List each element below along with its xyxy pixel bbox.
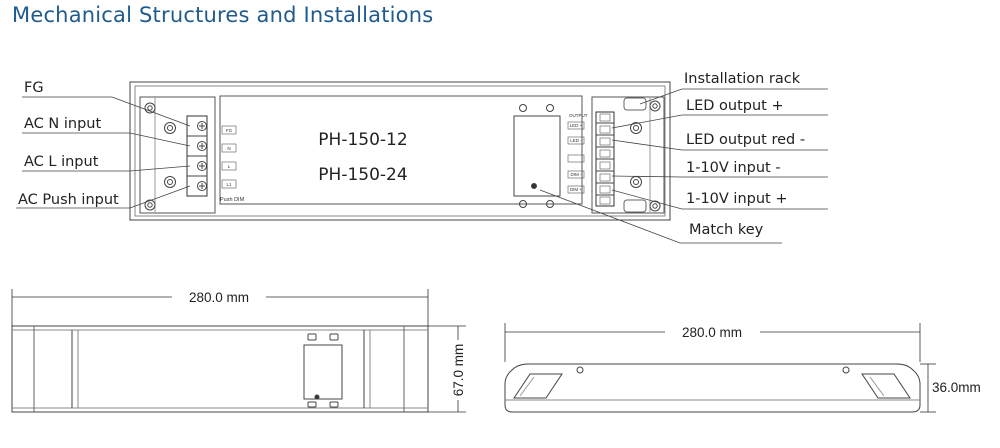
front-length-dimension [11,289,429,326]
callout-led-output-plus: LED output + [686,98,784,114]
top-view-drawing [129,81,671,221]
terminal-label-fg: FG [226,128,233,133]
terminal-label-led-plus: LED + [570,123,583,128]
front-width-dimension [428,325,466,413]
terminal-labels: FG N L L1 Push DIM OUTPUT LED + LED - DI… [220,113,588,203]
callout-match-key: Match key [689,222,764,238]
callout-fg: FG [24,80,44,96]
callout-ac-push-input: AC Push input [18,192,119,208]
terminal-label-led-minus: LED - [570,138,582,143]
terminal-label-l1: L1 [226,182,232,187]
front-view-drawing [11,325,429,413]
callout-ac-l-input: AC L input [24,154,99,170]
terminal-label-dim-minus: DIM - [571,172,582,177]
callout-1-10v-input-minus: 1-10V input - [686,160,781,176]
side-length-dimension [504,323,921,362]
model-name-12: PH-150-12 [318,130,407,150]
front-width-value: 67.0 mm [451,344,466,397]
side-height-value: 36.0mm [932,380,981,395]
terminal-label-dim-plus: DIM + [570,187,582,192]
front-length-value: 280.0 mm [189,290,249,305]
callout-1-10v-input-plus: 1-10V input + [686,191,788,207]
left-leader-lines [16,96,191,209]
right-leader-lines [539,88,828,244]
callout-ac-n-input: AC N input [24,116,101,132]
callout-installation-rack: Installation rack [684,71,801,87]
model-name-24: PH-150-24 [318,165,407,185]
push-dim-label: Push DIM [220,197,245,203]
output-header-label: OUTPUT [569,113,588,118]
page-title: Mechanical Structures and Installations [12,3,434,27]
side-view-drawing [504,363,921,413]
terminal-label-n: N [227,146,230,151]
side-height-dimension [920,363,936,413]
terminal-label-l: L [228,164,231,169]
callout-led-output-red-minus: LED output red - [686,132,805,148]
side-length-value: 280.0 mm [682,325,742,340]
